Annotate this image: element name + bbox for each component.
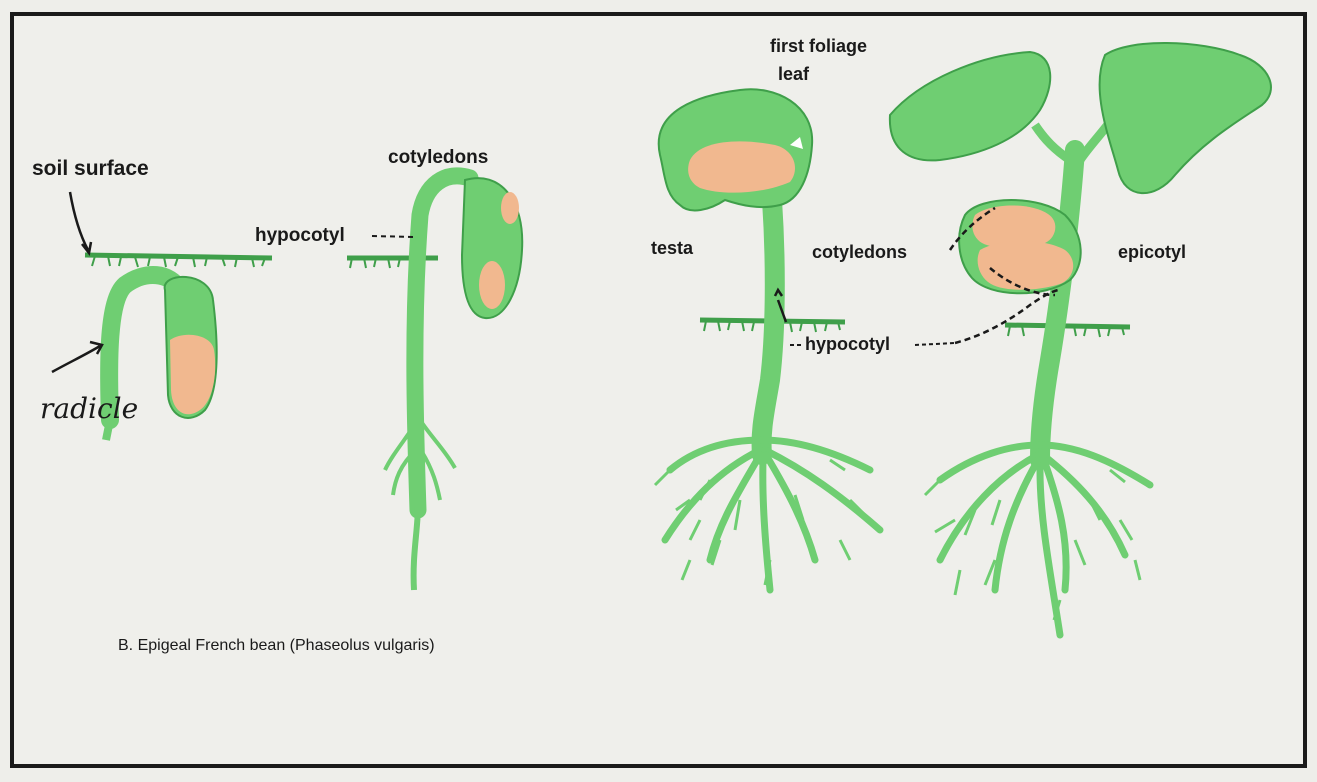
label-cotyledons-2: cotyledons bbox=[812, 242, 907, 262]
cotyledon-2a bbox=[501, 192, 519, 224]
cotyledon-2b bbox=[479, 261, 505, 309]
cotyledon-3 bbox=[688, 141, 795, 192]
label-cotyledons-1: cotyledons bbox=[388, 147, 488, 168]
label-first-foliage-2: leaf bbox=[778, 64, 810, 84]
label-testa: testa bbox=[651, 238, 694, 258]
soil-line-4 bbox=[1005, 325, 1130, 327]
label-soil-surface: soil surface bbox=[32, 157, 149, 180]
label-first-foliage-1: first foliage bbox=[770, 36, 867, 56]
label-epicotyl: epicotyl bbox=[1118, 242, 1186, 262]
label-hypocotyl-1: hypocotyl bbox=[255, 225, 345, 246]
label-radicle: radicle bbox=[40, 392, 138, 425]
cotyledon-4b bbox=[978, 241, 1074, 290]
label-hypocotyl-2: hypocotyl bbox=[805, 334, 890, 354]
figure-caption: B. Epigeal French bean (Phaseolus vulgar… bbox=[118, 637, 435, 654]
